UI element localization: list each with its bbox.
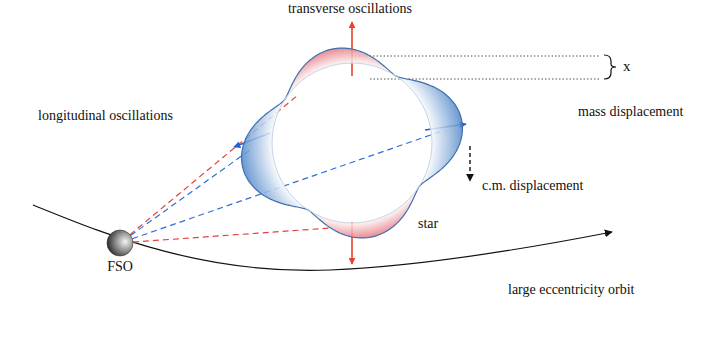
- node-label: star: [418, 216, 438, 231]
- star-shape: [222, 33, 482, 253]
- line-of-sight: [131, 150, 250, 235]
- observer-sphere: [105, 229, 135, 257]
- annotation-label: mass displacement: [578, 104, 683, 120]
- node-label: FSO: [107, 259, 133, 274]
- annotation-label: transverse oscillations: [288, 1, 412, 17]
- star-outline: [242, 48, 463, 238]
- brace: [604, 55, 616, 79]
- line-of-sight: [133, 228, 330, 242]
- star-surface: [272, 63, 432, 223]
- annotation-label: c.m. displacement: [482, 178, 583, 194]
- annotation-label: large eccentricity orbit: [508, 282, 634, 298]
- transverse-lobe: [285, 48, 396, 99]
- longitudinal-lobe: [242, 99, 309, 210]
- star-body: star: [222, 33, 482, 253]
- observer-body: FSO: [105, 229, 135, 274]
- text-holder: star: [418, 216, 438, 232]
- observer-sphere: [107, 230, 133, 256]
- dimension-symbol: x: [623, 58, 631, 75]
- cm-arrow: [469, 146, 470, 181]
- annotation-label: longitudinal oscillations: [38, 108, 173, 124]
- text-holder: FSO: [107, 259, 133, 275]
- dotted-guide: [352, 56, 600, 57]
- transverse-lobe: [308, 187, 419, 238]
- longitudinal-lobe: [396, 76, 463, 187]
